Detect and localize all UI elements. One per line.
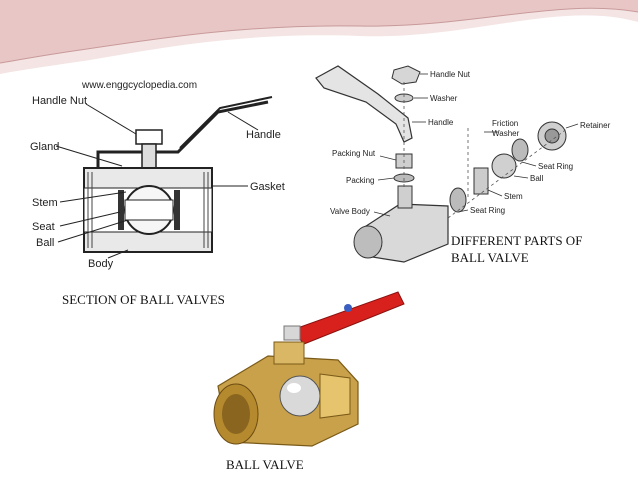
label-washer: Washer: [430, 94, 458, 103]
label-handle-nut-exploded: Handle Nut: [430, 70, 471, 79]
label-handle-exploded: Handle: [428, 118, 454, 127]
label-handle: Handle: [246, 129, 281, 141]
label-friction-washer: Washer: [492, 129, 520, 138]
label-stem: Stem: [32, 197, 58, 209]
label-valve-body: Valve Body: [330, 207, 370, 216]
caption-photo: BALL VALVE: [226, 457, 304, 472]
label-friction: Friction: [492, 119, 518, 128]
label-handle-nut: Handle Nut: [32, 95, 87, 107]
label-stem-exploded: Stem: [504, 192, 523, 201]
label-gland: Gland: [30, 141, 59, 153]
caption-section: SECTION OF BALL VALVES: [62, 292, 225, 307]
caption-different-line1: DIFFERENT PARTS OF: [451, 233, 583, 248]
label-packing: Packing: [346, 176, 374, 185]
label-seat: Seat: [32, 221, 55, 233]
label-body: Body: [88, 258, 114, 270]
label-packing-nut: Packing Nut: [332, 149, 376, 158]
label-seat-ring-top: Seat Ring: [538, 162, 573, 171]
label-retainer: Retainer: [580, 121, 611, 130]
label-seat-ring-bottom: Seat Ring: [470, 206, 505, 215]
label-ball-exploded: Ball: [530, 174, 544, 183]
header-wave: [0, 0, 638, 74]
label-ball: Ball: [36, 237, 54, 249]
watermark-text: www.enggcyclopedia.com: [81, 80, 197, 91]
section-diagram: www.enggcyclopedia.com: [28, 72, 300, 272]
label-gasket: Gasket: [250, 181, 285, 193]
ball-valve-photo: [208, 286, 408, 454]
caption-different-line2: BALL VALVE: [451, 250, 529, 265]
exploded-diagram: Handle Nut Washer Handle Friction Washer…: [308, 58, 614, 266]
